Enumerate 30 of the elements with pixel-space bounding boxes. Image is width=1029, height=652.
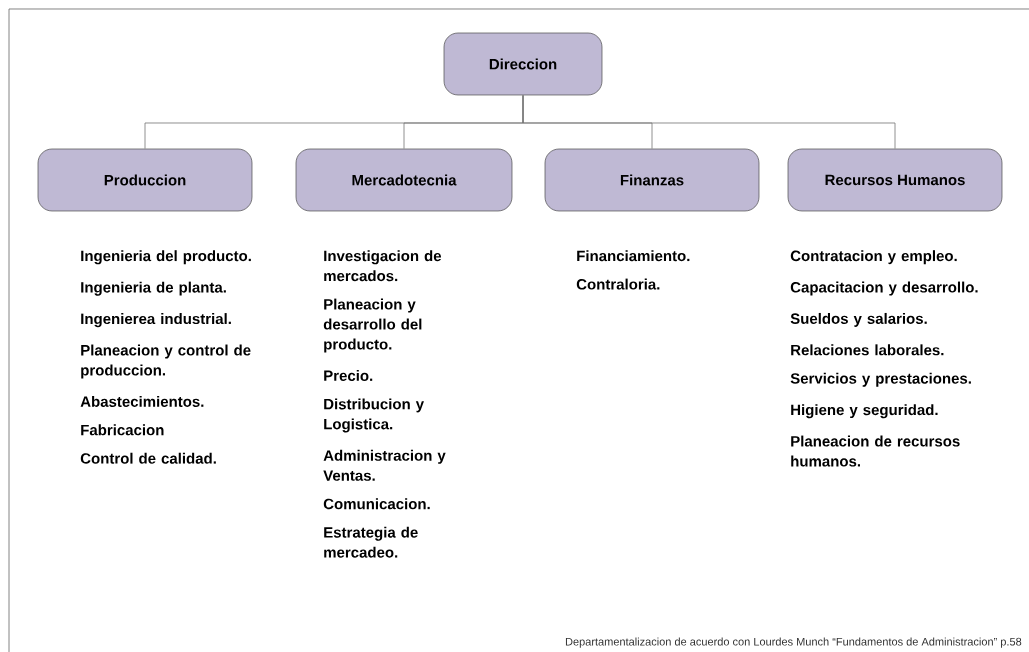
list-item: Precio. bbox=[324, 370, 373, 381]
list-item: Investigacion de mercados. bbox=[324, 250, 442, 282]
department-box: Finanzas bbox=[544, 148, 760, 212]
list-item: Servicios y prestaciones. bbox=[790, 372, 971, 387]
list-item: Capacitacion y desarrollo. bbox=[790, 281, 978, 296]
caption: Departamentalizacion de acuerdo con Lourdes Munch “Fundamentos de Administracion” p.58 bbox=[565, 637, 1022, 648]
list-item: Comunicacion. bbox=[323, 498, 430, 510]
list-item: Fabricacion bbox=[81, 424, 164, 436]
list-item: Sueldos y salarios. bbox=[790, 312, 927, 327]
list-item: Financiamiento. bbox=[577, 250, 690, 262]
list-item: Relaciones laborales. bbox=[791, 344, 944, 356]
list-item: Contraloria. bbox=[576, 278, 660, 290]
connector-line bbox=[522, 94, 896, 150]
list-item: Control de calidad. bbox=[80, 452, 216, 464]
list-item: Distribucion y Logistica. bbox=[324, 398, 424, 433]
top-box: Direccion bbox=[443, 32, 603, 96]
list-item: Planeacion y desarrollo del producto. bbox=[323, 298, 422, 353]
department-box: Recursos Humanos bbox=[787, 148, 1003, 212]
department-box: Produccion bbox=[37, 148, 253, 212]
list-item: Planeacion de recursos humanos. bbox=[791, 435, 960, 467]
department-box: Mercadotecnia bbox=[295, 148, 513, 212]
list-item: Estrategia de mercadeo. bbox=[324, 526, 418, 558]
list-item: Contratacion y empleo. bbox=[790, 250, 957, 265]
list-item: Ingenieria de planta. bbox=[81, 281, 226, 296]
list-item: Higiene y seguridad. bbox=[791, 404, 938, 419]
list-item: Ingenieria del producto. bbox=[81, 250, 251, 265]
list-item: Abastecimientos. bbox=[80, 395, 204, 407]
list-item: Ingenierea industrial. bbox=[81, 313, 231, 328]
list-item: Administracion y Ventas. bbox=[323, 449, 446, 481]
list-item: Planeacion y control de produccion. bbox=[81, 344, 251, 379]
